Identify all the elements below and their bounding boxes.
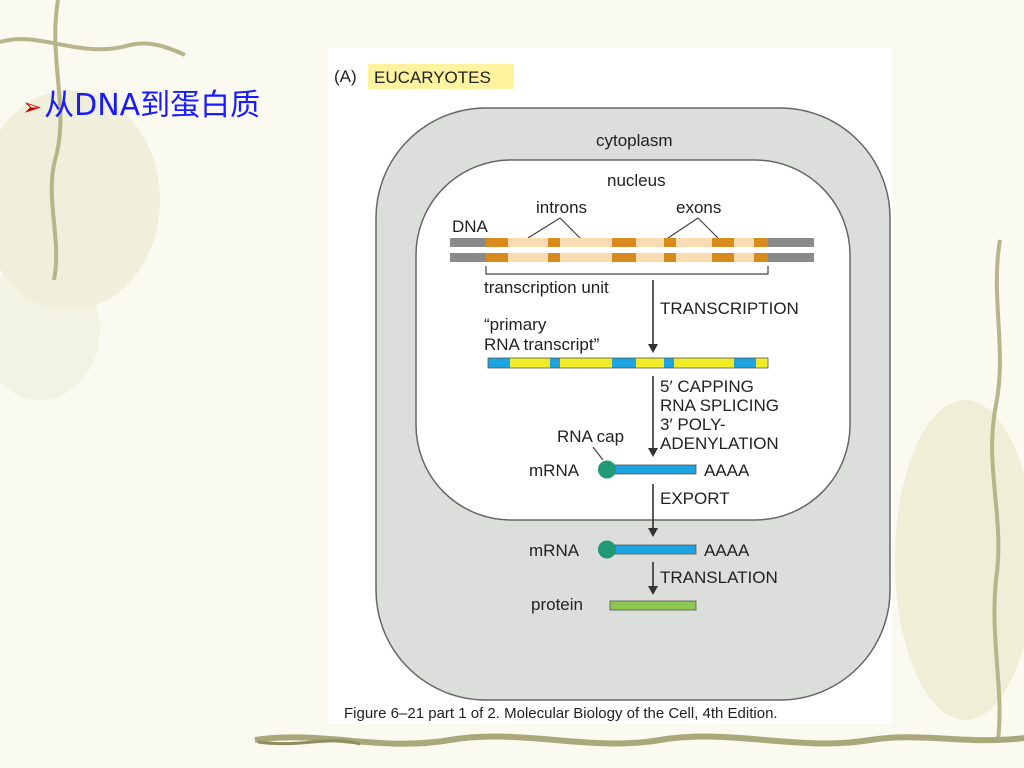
protein-bar bbox=[609, 600, 697, 611]
exons-label: exons bbox=[676, 198, 721, 217]
nucleus-label: nucleus bbox=[607, 171, 666, 190]
mrna-nucleus-label: mRNA bbox=[529, 461, 580, 480]
processing-step-3: 3′ POLY- bbox=[660, 415, 726, 434]
primary-transcript-label-line1: “primary bbox=[484, 315, 547, 334]
processing-arrowhead bbox=[648, 448, 658, 457]
cytoplasm-label: cytoplasm bbox=[596, 131, 673, 150]
polya-cytoplasm-label: AAAA bbox=[704, 541, 750, 560]
introns-pointer bbox=[527, 217, 581, 239]
primary-transcript-label-line2: RNA transcript” bbox=[484, 335, 600, 354]
protein-label: protein bbox=[531, 595, 583, 614]
transcription-diagram: (A) EUCARYOTES cytoplasm nucleus introns… bbox=[334, 64, 891, 722]
primary-rna-transcript bbox=[487, 357, 769, 369]
dna-label: DNA bbox=[452, 217, 489, 236]
export-step-label: EXPORT bbox=[660, 489, 730, 508]
slide-bullet: ➢从DNA到蛋白质 bbox=[22, 80, 260, 124]
figure-caption: Figure 6–21 part 1 of 2. Molecular Biolo… bbox=[344, 705, 778, 722]
transcription-unit-label: transcription unit bbox=[484, 278, 609, 297]
introns-label: introns bbox=[536, 198, 587, 217]
nucleus-region bbox=[415, 159, 851, 521]
rna-cap-cytoplasm-icon bbox=[598, 540, 616, 559]
processing-step-1: 5′ CAPPING bbox=[660, 377, 754, 396]
bullet-arrow-icon: ➢ bbox=[22, 93, 43, 121]
processing-step-2: RNA SPLICING bbox=[660, 396, 779, 415]
transcription-step-label: TRANSCRIPTION bbox=[660, 299, 799, 318]
dna-double-strand bbox=[450, 238, 814, 262]
export-arrowhead bbox=[648, 528, 658, 537]
mrna-nucleus-strand bbox=[607, 464, 697, 475]
title-highlight bbox=[368, 64, 514, 89]
mrna-cytoplasm-label: mRNA bbox=[529, 541, 580, 560]
translation-step-label: TRANSLATION bbox=[660, 568, 778, 587]
transcription-arrowhead bbox=[648, 344, 658, 353]
panel-label: (A) bbox=[334, 67, 357, 86]
rna-cap-label: RNA cap bbox=[557, 427, 624, 446]
translation-arrowhead bbox=[648, 586, 658, 595]
exons-pointer bbox=[667, 217, 719, 239]
processing-step-4: ADENYLATION bbox=[660, 434, 779, 453]
slide-bullet-text: 从DNA到蛋白质 bbox=[44, 88, 261, 123]
figure-panel: (A) EUCARYOTES cytoplasm nucleus introns… bbox=[328, 48, 892, 724]
panel-title: EUCARYOTES bbox=[374, 68, 491, 87]
mrna-cytoplasm-strand bbox=[607, 544, 697, 555]
polya-nucleus-label: AAAA bbox=[704, 461, 750, 480]
rna-cap-pointer bbox=[592, 446, 604, 461]
rna-cap-icon bbox=[598, 460, 616, 479]
transcription-unit-bracket bbox=[485, 266, 769, 275]
